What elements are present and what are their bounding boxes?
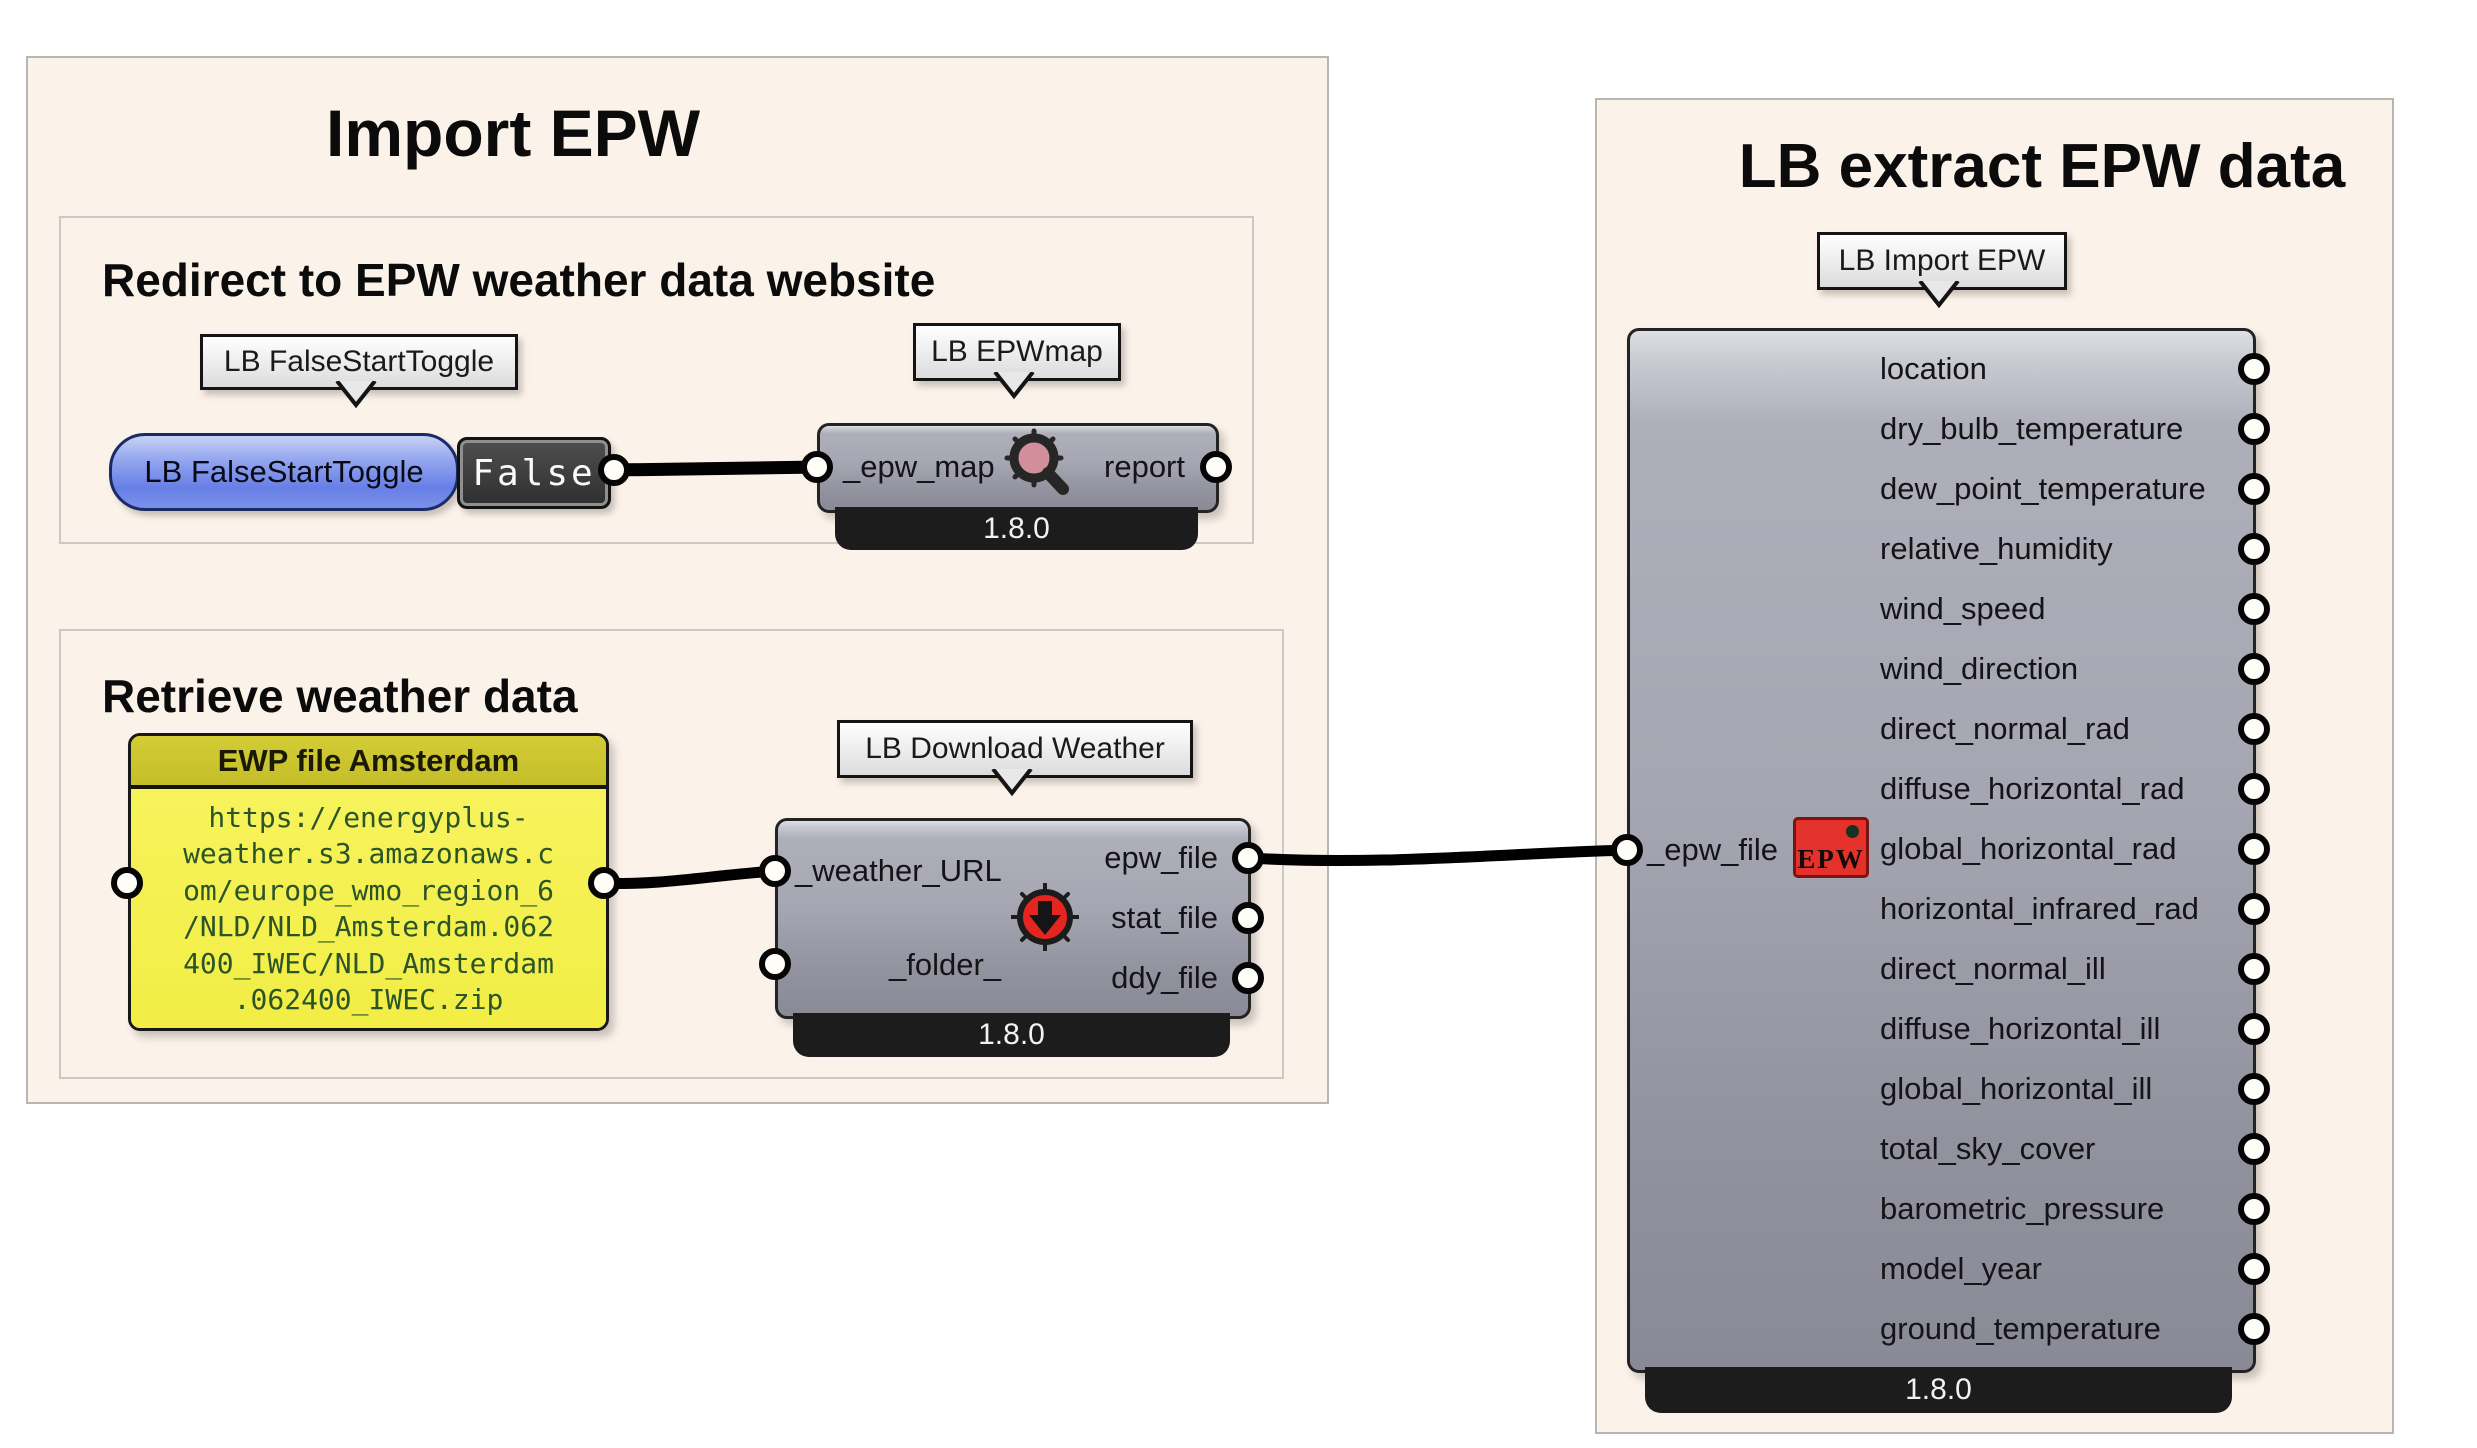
download-icon xyxy=(1011,883,1079,951)
tag-lb-import-epw-tail xyxy=(1918,281,1960,309)
epw-file-icon-dot xyxy=(1846,825,1859,838)
url-line: weather.s3.amazonaws.c xyxy=(183,837,554,871)
url-panel-text[interactable]: https://energyplus- weather.s3.amazonaws… xyxy=(131,789,606,1028)
url-line: .062400_IWEC.zip xyxy=(233,983,504,1017)
download-output-stat-label: stat_file xyxy=(1111,900,1218,935)
toggle-value[interactable]: False xyxy=(457,437,611,509)
epw-file-icon: EPW xyxy=(1793,817,1869,878)
magnifier-icon xyxy=(1004,428,1069,495)
wire-toggle-to-epwmap xyxy=(607,460,827,477)
port-download-output-ddy[interactable] xyxy=(1232,962,1264,994)
url-line: om/europe_wmo_region_6 xyxy=(183,873,554,907)
url-panel[interactable]: EWP file Amsterdam https://energyplus- w… xyxy=(128,733,609,1031)
import-epw-version-bar: 1.8.0 xyxy=(1645,1367,2232,1413)
download-output-epw-label: epw_file xyxy=(1104,840,1218,875)
output-label-global-horizontal-ill: global_horizontal_ill xyxy=(1880,1071,2153,1106)
port-import-output-total-sky-cover[interactable] xyxy=(2238,1133,2270,1165)
port-import-output-wind-direction[interactable] xyxy=(2238,653,2270,685)
port-import-output-direct-normal-ill[interactable] xyxy=(2238,953,2270,985)
url-line: https://energyplus- xyxy=(208,801,529,834)
port-import-output-ground-temperature[interactable] xyxy=(2238,1313,2270,1345)
output-label-ground-temperature: ground_temperature xyxy=(1880,1311,2161,1346)
tag-epwmap-tail xyxy=(993,372,1035,400)
port-download-output-epw[interactable] xyxy=(1232,842,1264,874)
tag-lb-import-epw: LB Import EPW xyxy=(1817,232,2067,290)
output-label-diffuse-horizontal-ill: diffuse_horizontal_ill xyxy=(1880,1011,2161,1046)
port-import-output-rel-humidity[interactable] xyxy=(2238,533,2270,565)
wire-epwfile-to-import xyxy=(1244,844,1636,867)
port-import-output-dry-bulb[interactable] xyxy=(2238,413,2270,445)
tag-download-weather-tail xyxy=(991,769,1033,797)
section-title-retrieve: Retrieve weather data xyxy=(102,670,578,722)
output-label-location: location xyxy=(1880,351,1987,386)
url-panel-title: EWP file Amsterdam xyxy=(131,736,606,789)
port-download-input-folder[interactable] xyxy=(759,948,791,980)
port-import-output-diffuse-horizontal-rad[interactable] xyxy=(2238,773,2270,805)
port-import-output-horizontal-infrared-rad[interactable] xyxy=(2238,893,2270,925)
output-label-model-year: model_year xyxy=(1880,1251,2042,1286)
output-label-dry-bulb: dry_bulb_temperature xyxy=(1880,411,2184,446)
tag-epwmap: LB EPWmap xyxy=(913,323,1121,381)
port-toggle-output[interactable] xyxy=(598,454,630,486)
output-label-direct-normal-ill: direct_normal_ill xyxy=(1880,951,2106,986)
group-title-extract-epw: LB extract EPW data xyxy=(1738,132,2346,201)
wire-panel-to-downloader xyxy=(599,865,784,889)
epw-file-icon-text: EPW xyxy=(1797,844,1865,874)
output-label-global-horizontal-rad: global_horizontal_rad xyxy=(1880,831,2177,866)
port-import-output-direct-normal-rad[interactable] xyxy=(2238,713,2270,745)
port-import-output-barometric-pressure[interactable] xyxy=(2238,1193,2270,1225)
boolean-toggle[interactable]: LB FalseStartToggle xyxy=(109,433,459,511)
url-line: /NLD/NLD_Amsterdam.062 xyxy=(183,910,554,944)
port-import-output-diffuse-horizontal-ill[interactable] xyxy=(2238,1013,2270,1045)
download-input-folder-label: _folder_ xyxy=(888,947,1002,982)
epwmap-version-bar: 1.8.0 xyxy=(835,507,1198,550)
epwmap-input-label: _epw_map xyxy=(843,449,995,484)
port-epwmap-input[interactable] xyxy=(801,451,833,483)
download-output-ddy-label: ddy_file xyxy=(1111,960,1218,995)
download-input-url-label: _weather_URL xyxy=(795,853,1002,888)
port-panel-output[interactable] xyxy=(588,867,620,899)
output-label-rel-humidity: relative_humidity xyxy=(1880,531,2113,566)
port-import-input-epwfile[interactable] xyxy=(1611,834,1643,866)
port-download-input-url[interactable] xyxy=(759,855,791,887)
port-import-output-wind-speed[interactable] xyxy=(2238,593,2270,625)
section-title-redirect: Redirect to EPW weather data website xyxy=(102,254,936,306)
tag-false-start-toggle: LB FalseStartToggle xyxy=(200,334,518,390)
output-label-dew-point: dew_point_temperature xyxy=(1880,471,2206,506)
url-line: 400_IWEC/NLD_Amsterdam xyxy=(183,946,554,980)
output-label-horizontal-infrared-rad: horizontal_infrared_rad xyxy=(1880,891,2199,926)
port-import-output-global-horizontal-rad[interactable] xyxy=(2238,833,2270,865)
output-label-total-sky-cover: total_sky_cover xyxy=(1880,1131,2096,1166)
port-import-output-dew-point[interactable] xyxy=(2238,473,2270,505)
port-import-output-model-year[interactable] xyxy=(2238,1253,2270,1285)
epwmap-output-label: report xyxy=(1104,449,1185,484)
download-version-bar: 1.8.0 xyxy=(793,1013,1230,1057)
port-import-output-location[interactable] xyxy=(2238,353,2270,385)
tag-download-weather: LB Download Weather xyxy=(837,720,1193,778)
group-title-import-epw: Import EPW xyxy=(326,96,700,170)
tag-false-start-toggle-tail xyxy=(335,381,377,409)
output-label-direct-normal-rad: direct_normal_rad xyxy=(1880,711,2130,746)
port-panel-input[interactable] xyxy=(111,867,143,899)
port-download-output-stat[interactable] xyxy=(1232,902,1264,934)
import-input-epwfile-label: _epw_file xyxy=(1647,832,1778,867)
component-import-epw[interactable] xyxy=(1627,328,2256,1373)
output-label-wind-speed: wind_speed xyxy=(1880,591,2046,626)
output-label-diffuse-horizontal-rad: diffuse_horizontal_rad xyxy=(1880,771,2185,806)
port-epwmap-output[interactable] xyxy=(1200,451,1232,483)
output-label-wind-direction: wind_direction xyxy=(1880,651,2079,686)
output-label-barometric-pressure: barometric_pressure xyxy=(1880,1191,2165,1226)
port-import-output-global-horizontal-ill[interactable] xyxy=(2238,1073,2270,1105)
